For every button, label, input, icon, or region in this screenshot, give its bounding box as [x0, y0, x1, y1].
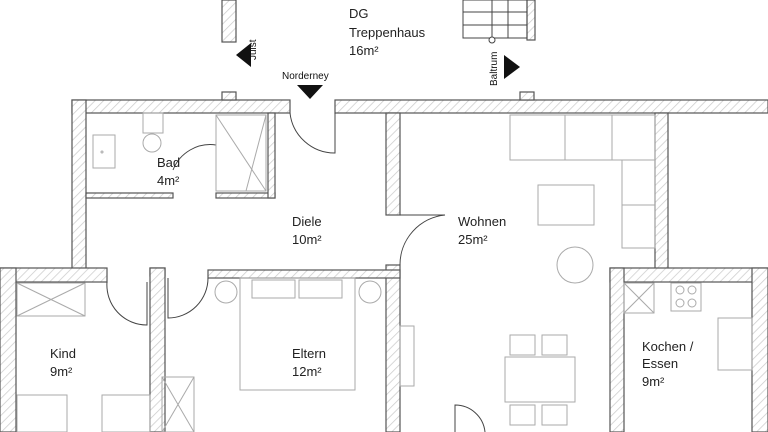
- eltern-name: Eltern: [292, 346, 326, 361]
- arrow-juist-icon: [236, 43, 251, 67]
- entrance-norderney-label: Norderney: [282, 71, 329, 82]
- wohnen-area: 25m²: [458, 232, 488, 247]
- treppenhaus-name: Treppenhaus: [349, 25, 426, 40]
- furniture: [16, 112, 753, 432]
- stairs: [462, 0, 528, 44]
- kochen-area: 9m²: [642, 374, 665, 389]
- kind-area: 9m²: [50, 364, 73, 379]
- entrance-arrows: [236, 43, 520, 99]
- treppenhaus-floor: DG: [349, 6, 369, 21]
- bad-name: Bad: [157, 155, 181, 170]
- bad-area: 4m²: [157, 173, 180, 188]
- eltern-area: 12m²: [292, 364, 322, 379]
- kind-name: Kind: [50, 346, 77, 361]
- kochen-name: Kochen /: [642, 339, 694, 354]
- treppenhaus-area: 16m²: [349, 43, 379, 58]
- arrow-baltrum-icon: [504, 55, 520, 79]
- entrance-baltrum-label: Baltrum: [489, 51, 500, 86]
- essen-name: Essen: [642, 356, 679, 371]
- arrow-norderney-icon: [297, 85, 323, 99]
- diele-area: 10m²: [292, 232, 322, 247]
- entrance-juist-label: Juist: [248, 39, 259, 60]
- doors: [106, 112, 486, 432]
- diele-name: Diele: [292, 214, 322, 229]
- wohnen-name: Wohnen: [458, 214, 507, 229]
